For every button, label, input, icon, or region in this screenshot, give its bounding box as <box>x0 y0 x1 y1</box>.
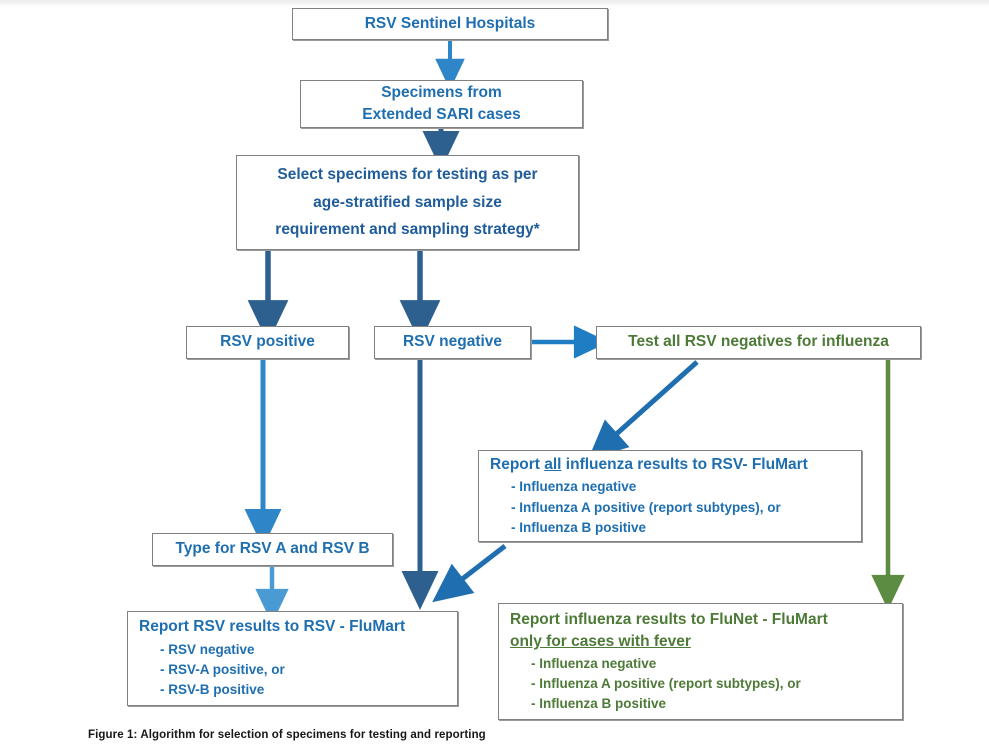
list-item: - Influenza negative <box>511 479 637 495</box>
node-title: Specimens from Extended SARI cases <box>301 82 582 127</box>
node-title-line-1: Report influenza results to FluNet - Flu… <box>510 610 828 628</box>
node-title: Report RSV results to RSV - FluMart <box>139 618 406 636</box>
node-report-rsv-results[interactable]: Report RSV results to RSV - FluMart - RS… <box>127 611 458 706</box>
list-item: - RSV negative <box>160 641 255 657</box>
figure-caption: Figure 1: Algorithm for selection of spe… <box>88 729 486 741</box>
node-title-prefix: Report <box>490 455 545 473</box>
node-title: RSV Sentinel Hospitals <box>364 14 536 32</box>
node-title-emphasis: all <box>544 455 562 473</box>
node-type-for-rsv-a-and-rsv-b[interactable]: Type for RSV A and RSV B <box>152 533 393 566</box>
list-item: - RSV-A positive, or <box>160 662 285 678</box>
node-select-specimens-for-testing[interactable]: Select specimens for testing as per age-… <box>236 155 579 250</box>
node-title-line-2: Extended SARI cases <box>362 106 521 123</box>
node-bullet-list: - RSV negative - RSV-A positive, or - RS… <box>128 640 457 701</box>
node-rsv-sentinel-hospitals[interactable]: RSV Sentinel Hospitals <box>292 8 608 40</box>
node-title-line-1: Select specimens for testing as per <box>277 166 538 184</box>
node-bullet-list: - Influenza negative - Influenza A posit… <box>479 477 861 538</box>
edge-test-influenza-to-report-all <box>588 360 699 460</box>
list-item: - Influenza A positive (report subtypes)… <box>511 499 781 515</box>
node-bullet-list: - Influenza negative - Influenza A posit… <box>499 654 902 715</box>
node-title-line-1: Specimens from <box>381 83 502 101</box>
edge-report-all-to-report-rsv <box>432 544 507 603</box>
node-specimens-from-extended-sari-cases[interactable]: Specimens from Extended SARI cases <box>300 80 583 128</box>
list-item: - Influenza B positive <box>511 519 647 535</box>
node-title-line-2-emphasis: only for cases with fever <box>510 632 691 650</box>
node-title: Test all RSV negatives for influenza <box>628 333 889 351</box>
list-item: - Influenza B positive <box>531 696 667 712</box>
list-item: - RSV-B positive <box>160 682 265 698</box>
list-item: - Influenza negative <box>531 655 657 671</box>
node-title-line-2: age-stratified sample size <box>313 193 502 211</box>
node-title: Report all influenza results to RSV- Flu… <box>479 454 861 476</box>
node-title-suffix: influenza results to RSV- FluMart <box>561 455 808 473</box>
node-title: Select specimens for testing as per age-… <box>237 161 578 244</box>
node-report-influenza-results-flunet[interactable]: Report influenza results to FluNet - Flu… <box>498 603 903 720</box>
node-test-all-rsv-negatives-for-influenza[interactable]: Test all RSV negatives for influenza <box>596 326 921 359</box>
node-title: RSV positive <box>220 333 315 351</box>
node-rsv-positive[interactable]: RSV positive <box>186 326 349 359</box>
node-title: Report influenza results to FluNet - Flu… <box>499 609 902 653</box>
node-report-all-influenza-results[interactable]: Report all influenza results to RSV- Flu… <box>478 450 862 542</box>
node-title: RSV negative <box>402 333 503 351</box>
node-rsv-negative[interactable]: RSV negative <box>374 326 531 359</box>
list-item: - Influenza A positive (report subtypes)… <box>531 675 801 691</box>
node-title-line-3: requirement and sampling strategy* <box>275 221 540 239</box>
node-title: Type for RSV A and RSV B <box>175 540 370 558</box>
page-top-strip <box>0 0 989 7</box>
